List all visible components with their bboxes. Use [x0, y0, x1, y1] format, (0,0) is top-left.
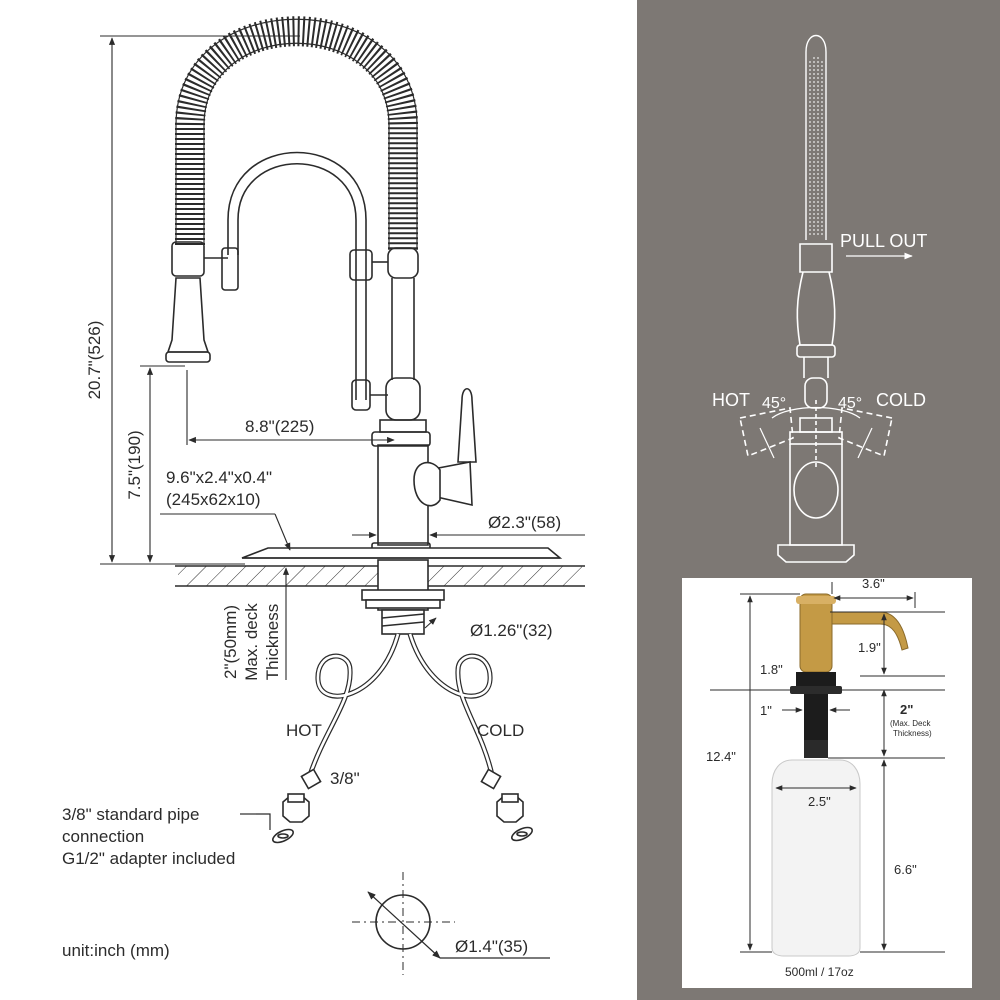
deck-thickness-label-1: 2"(50mm): [221, 605, 240, 679]
soap-dispenser: [771, 593, 909, 957]
reach-label: 8.8"(225): [245, 417, 314, 436]
deck-plate-label-1: 9.6"x2.4"x0.4": [166, 468, 272, 487]
deck-plate-label-2: (245x62x10): [166, 490, 261, 509]
handle-cold-position: [838, 407, 893, 458]
dispenser-bottle-width-label: 2.5": [808, 794, 831, 809]
dispenser-width-label: 3.6": [862, 576, 885, 591]
angle-left-label: 45°: [762, 395, 786, 412]
dispenser-dimensions: [710, 582, 945, 953]
right-labels: PULL OUT HOT COLD 45° 45°: [712, 231, 927, 412]
pipe-note-3: G1/2" adapter included: [62, 849, 235, 868]
cold-hose: [407, 633, 495, 776]
deck-thickness-label-2: Max. deck: [242, 603, 261, 681]
dispenser-deck-label: 2": [900, 702, 913, 717]
pipe-size-label: 3/8": [330, 769, 360, 788]
hot-label-left: HOT: [286, 721, 322, 740]
inner-spout-tube: [227, 151, 367, 255]
pipe-note-2: connection: [62, 827, 144, 846]
hole-diameter-label: Ø1.4"(35): [455, 937, 528, 956]
angle-right-label: 45°: [838, 395, 862, 412]
handle-hot-position: [739, 407, 794, 458]
left-dimensions: [100, 35, 585, 680]
unit-label: unit:inch (mm): [62, 941, 170, 960]
shank-diameter-label: Ø1.26"(32): [470, 621, 553, 640]
spout-height-label: 7.5"(190): [125, 430, 144, 499]
total-height-label: 20.7"(526): [85, 321, 104, 400]
dispenser-pump-head: [799, 593, 833, 673]
left-faucet-drawing: [165, 16, 585, 975]
cold-label-right: COLD: [876, 390, 926, 410]
base-diameter-label: Ø2.3"(58): [488, 513, 561, 532]
pull-out-label: PULL OUT: [840, 231, 927, 251]
cold-label-left: COLD: [477, 721, 524, 740]
dispenser-shank-label: 1": [760, 703, 772, 718]
dispenser-capacity-label: 500ml / 17oz: [785, 965, 854, 979]
pipe-note-1: 3/8" standard pipe: [62, 805, 199, 824]
dispenser-deck-note-1: (Max. Deck: [890, 719, 931, 728]
right-faucet-outline: [739, 34, 893, 563]
left-labels: 20.7"(526) 7.5"(190) 8.8"(225) 9.6"x2.4"…: [62, 321, 561, 960]
dispenser-bottle: [771, 759, 861, 957]
hot-hose: [307, 633, 401, 776]
dispenser-head-label: 1.8": [760, 662, 783, 677]
sprayer-collar: [171, 241, 205, 277]
faucet-base: [377, 444, 429, 546]
spring-coil: [175, 16, 418, 250]
dispenser-total-label: 12.4": [706, 749, 736, 764]
dispenser-deck-note-2: Thickness): [893, 729, 932, 738]
dispenser-nozzle-label: 1.9": [858, 640, 881, 655]
dispenser-bottle-height-label: 6.6": [894, 862, 917, 877]
deck-thickness-label-3: Thickness: [263, 604, 282, 681]
sprayer-head: [166, 277, 210, 353]
dispenser-labels: 3.6" 1.9" 1.8" 2" (Max. Deck Thickness) …: [706, 576, 932, 979]
pull-out-spring: [805, 34, 827, 240]
hot-label-right: HOT: [712, 390, 750, 410]
